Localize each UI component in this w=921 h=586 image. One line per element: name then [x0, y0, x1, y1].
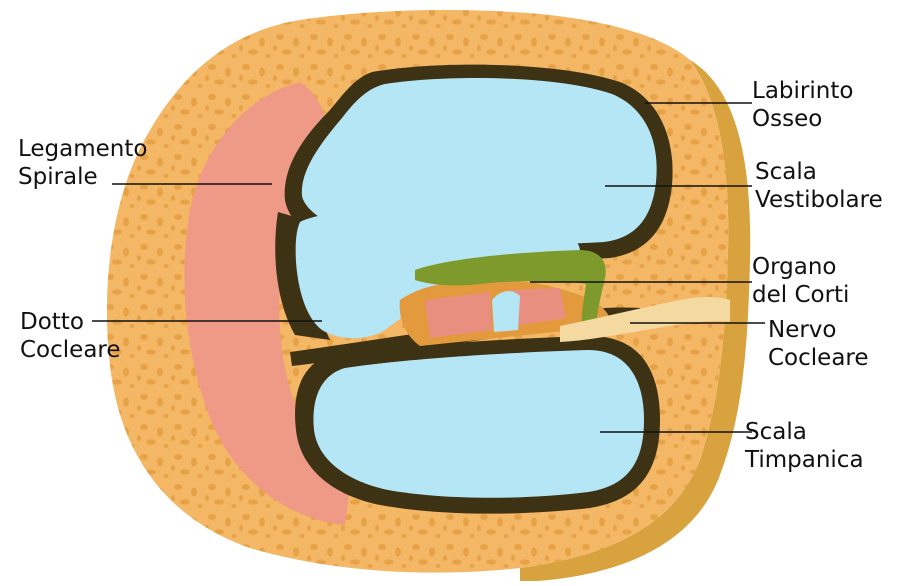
label-nervo-cocleare-line2: Cocleare [768, 344, 869, 372]
label-organo-del-corti-line1: Organo [752, 253, 849, 281]
label-scala-timpanica-line1: Scala [745, 418, 864, 446]
label-organo-del-corti: Organo del Corti [752, 253, 849, 309]
label-scala-vestibolare: Scala Vestibolare [755, 158, 883, 214]
tunnel-of-corti [492, 291, 520, 332]
label-labirinto-osseo: Labirinto Osseo [752, 77, 853, 133]
label-nervo-cocleare: Nervo Cocleare [768, 316, 869, 372]
label-organo-del-corti-line2: del Corti [752, 281, 849, 309]
scala-tympani-fluid [313, 350, 644, 498]
label-dotto-cocleare-line1: Dotto [20, 308, 121, 336]
label-legamento-spirale: Legamento Spirale [18, 135, 147, 191]
label-labirinto-osseo-line2: Osseo [752, 105, 853, 133]
label-legamento-spirale-line2: Spirale [18, 163, 147, 191]
label-nervo-cocleare-line1: Nervo [768, 316, 869, 344]
label-scala-vestibolare-line1: Scala [755, 158, 883, 186]
label-dotto-cocleare: Dotto Cocleare [20, 308, 121, 364]
label-labirinto-osseo-line1: Labirinto [752, 77, 853, 105]
label-scala-timpanica-line2: Timpanica [745, 446, 864, 474]
label-scala-vestibolare-line2: Vestibolare [755, 186, 883, 214]
label-dotto-cocleare-line2: Cocleare [20, 336, 121, 364]
label-legamento-spirale-line1: Legamento [18, 135, 147, 163]
label-scala-timpanica: Scala Timpanica [745, 418, 864, 474]
